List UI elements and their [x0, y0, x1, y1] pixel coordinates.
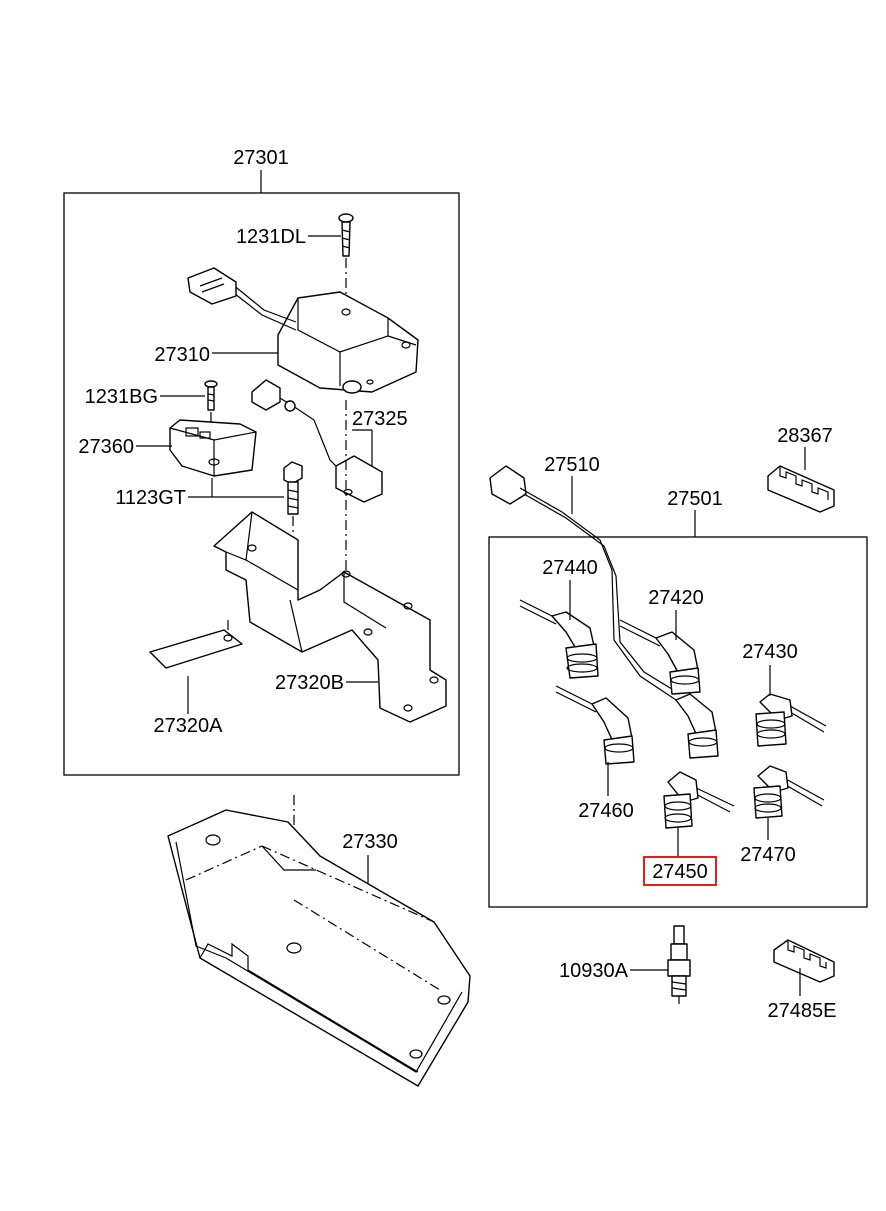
spark-plug-cable-set-box: [488, 536, 868, 908]
cover-27330-drawing: [167, 795, 471, 1087]
ignition-coil-drawing: [187, 267, 419, 394]
label-27301[interactable]: 27301: [233, 147, 289, 169]
clip-28367-drawing: [767, 465, 835, 513]
cable-27510-drawing: [489, 465, 681, 701]
label-1123gt[interactable]: 1123GT: [115, 487, 186, 509]
label-27420[interactable]: 27420: [648, 587, 704, 609]
clip-27485e-drawing: [773, 939, 835, 983]
module-27360-drawing: [169, 419, 257, 477]
cable-27420-drawing: [619, 619, 701, 695]
label-27325[interactable]: 27325: [352, 408, 408, 430]
label-27430[interactable]: 27430: [742, 641, 798, 663]
label-28367[interactable]: 28367: [777, 425, 833, 447]
label-27501[interactable]: 27501: [667, 488, 723, 510]
cable-27450-drawing: [663, 771, 735, 829]
label-27485e[interactable]: 27485E: [768, 1000, 837, 1022]
screw-1231dl-drawing: [338, 213, 354, 300]
label-27320b[interactable]: 27320B: [275, 672, 344, 694]
cable-27460-drawing: [555, 685, 635, 765]
label-1231bg[interactable]: 1231BG: [85, 386, 158, 408]
label-27470[interactable]: 27470: [740, 844, 796, 866]
bolt-1123gt-drawing: [283, 461, 303, 600]
bracket-27320a-drawing: [149, 629, 243, 669]
spark-plug-10930a-drawing: [667, 925, 691, 1004]
label-27320a[interactable]: 27320A: [154, 715, 224, 737]
label-27510[interactable]: 27510: [544, 454, 600, 476]
label-27460[interactable]: 27460: [578, 800, 634, 822]
label-27310[interactable]: 27310: [154, 344, 210, 366]
label-10930a[interactable]: 10930A: [559, 960, 629, 982]
label-27440[interactable]: 27440: [542, 557, 598, 579]
label-1231dl[interactable]: 1231DL: [236, 226, 306, 248]
bracket-27320b-drawing: [213, 511, 447, 723]
highlight-box-27450: [643, 856, 717, 886]
sensor-27325-drawing: [251, 379, 383, 570]
cable-27440-drawing: [519, 599, 599, 679]
cable-27430-drawing: [755, 693, 827, 747]
cable-27470-drawing: [753, 765, 825, 819]
label-27450[interactable]: 27450: [652, 861, 708, 883]
label-27330[interactable]: 27330: [342, 831, 398, 853]
label-27360[interactable]: 27360: [78, 436, 134, 458]
cable-27510-boot-drawing: [675, 693, 719, 759]
